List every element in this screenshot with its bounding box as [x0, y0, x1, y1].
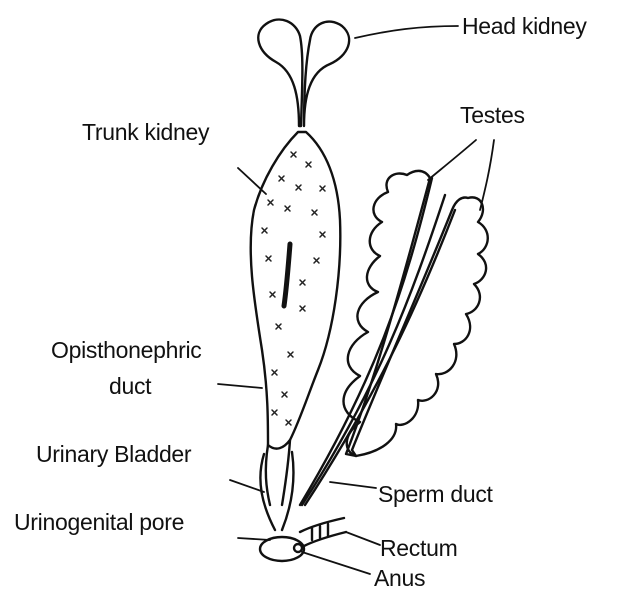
leader-sperm-duct	[330, 482, 376, 488]
label-rectum: Rectum	[380, 535, 457, 561]
trunk-kidney	[251, 132, 341, 449]
leader-trunk-kidney	[238, 168, 266, 194]
leader-urinary-bladder	[230, 480, 264, 492]
label-duct: duct	[109, 373, 152, 399]
opisthonephric-duct-inner	[282, 440, 290, 505]
rectum	[300, 518, 346, 546]
label-urinary-bladder: Urinary Bladder	[36, 441, 192, 467]
label-sperm-duct: Sperm duct	[378, 481, 494, 507]
testis-right-lobe	[352, 197, 488, 456]
leader-testes-2	[480, 140, 494, 210]
central-duct-mark	[284, 244, 290, 306]
label-anus: Anus	[374, 565, 425, 591]
opisthonephric-duct	[266, 445, 270, 505]
label-head-kidney: Head kidney	[462, 13, 587, 39]
leader-anus	[302, 552, 370, 574]
head-kidney-right	[304, 22, 349, 126]
leader-urinogenital-pore	[238, 538, 270, 540]
sperm-duct-line	[302, 195, 445, 505]
anus-opening	[294, 544, 302, 552]
label-trunk-kidney: Trunk kidney	[82, 119, 210, 145]
head-kidney-left	[258, 20, 302, 126]
leader-opisthonephric	[218, 384, 262, 388]
label-urinogenital-pore: Urinogenital pore	[14, 509, 184, 535]
kidney-tubule-marks	[262, 152, 325, 425]
label-opisthonephric: Opisthonephric	[51, 337, 202, 363]
label-testes: Testes	[460, 102, 525, 128]
leader-testes-1	[428, 140, 476, 180]
leader-head-kidney	[355, 26, 458, 38]
leader-rectum	[346, 532, 380, 545]
testis-inner-line-left	[300, 178, 432, 505]
